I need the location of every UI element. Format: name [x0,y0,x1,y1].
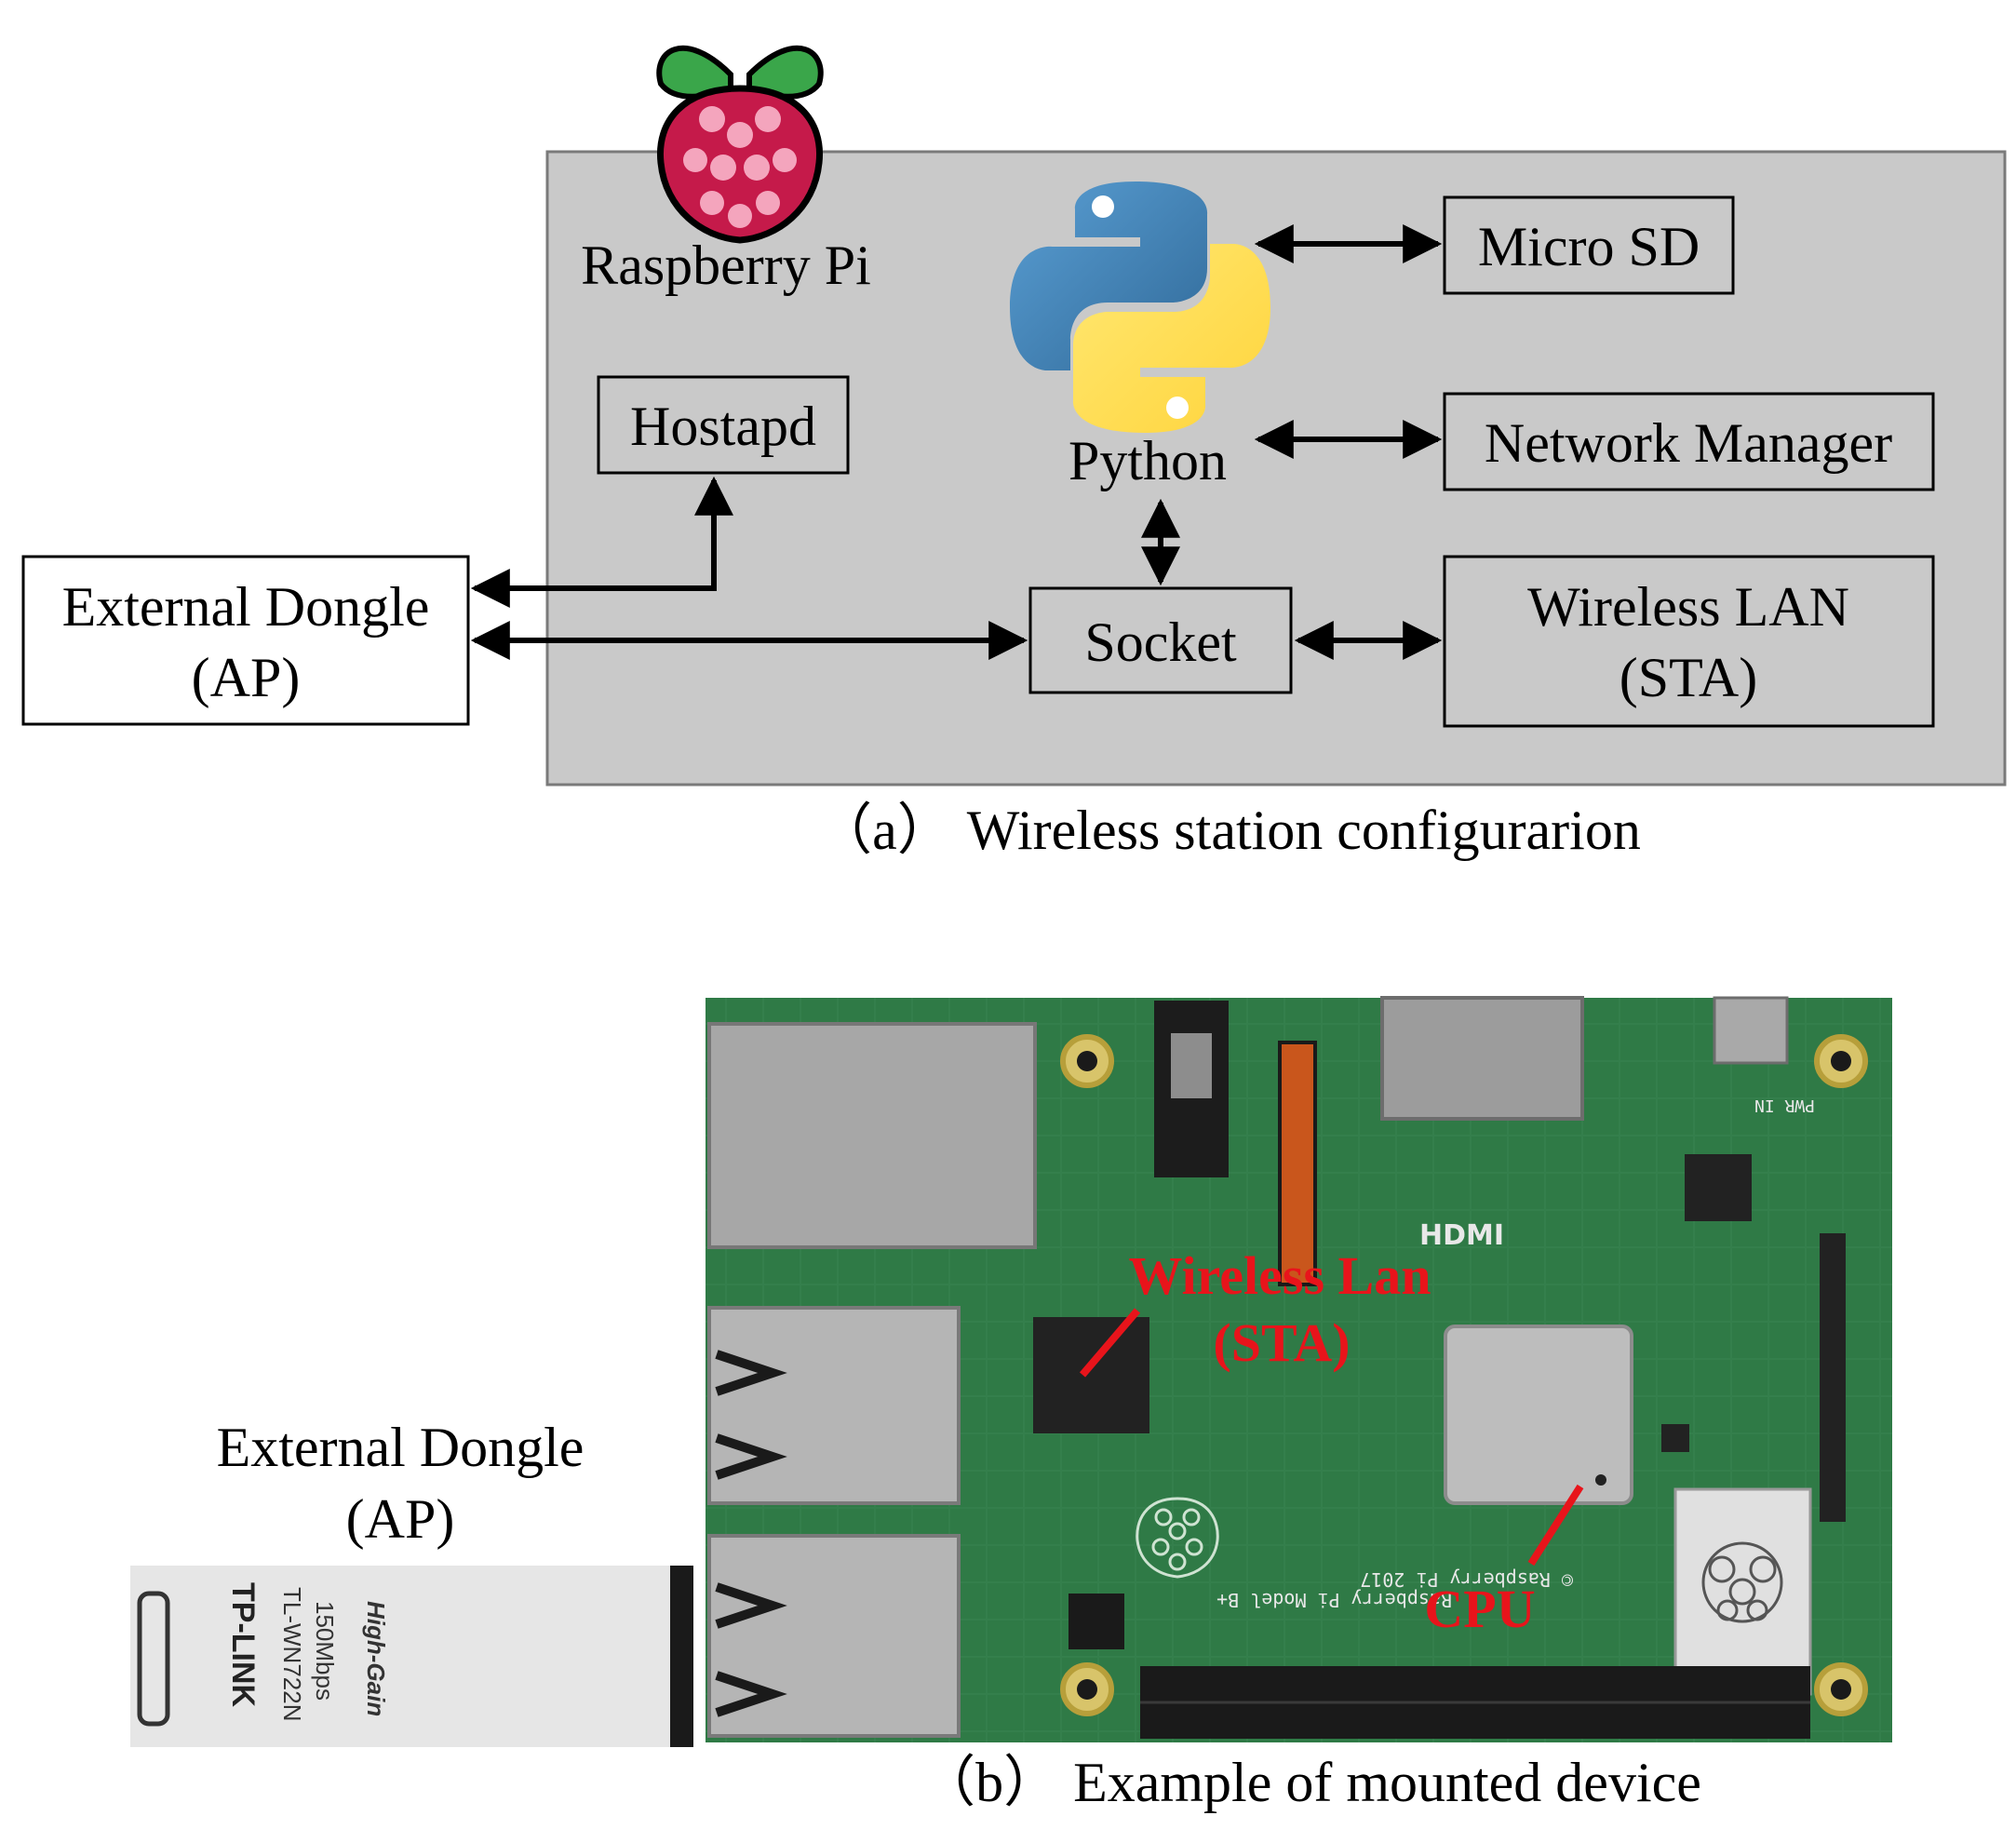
board-year-text: © Raspberry Pi 2017 [1360,1568,1573,1591]
callout-cpu: CPU [1424,1579,1535,1639]
raspberry-pi-label: Raspberry Pi [581,235,871,296]
dongle-speed: 150Mbps [311,1601,339,1701]
external-dongle-box [21,555,470,726]
socket-label: Socket [1084,612,1237,673]
raspberry-pi-logo-icon [656,45,824,244]
usb-dongle-photo: TP-LINK TL-WN722N 150Mbps High-Gain [130,1566,693,1747]
network-manager-label: Network Manager [1485,412,1892,474]
callout-line-wlan [1079,1308,1141,1378]
caption-a: （a） Wireless station configurarion [816,800,1641,861]
panel-b: External Dongle (AP) TP-LINK TL-WN722N 1… [130,996,1892,1813]
panel-a: Raspberry Pi Python Hostapd Micro SD Net… [21,45,2007,861]
dongle-model: TL-WN722N [278,1587,306,1721]
network-manager-box [1443,392,1935,491]
board-hdmi-text: HDMI [1419,1219,1504,1252]
dongle-photo-label-line2: (AP) [346,1488,455,1550]
arrow-dongle-hostapd [470,476,733,608]
wireless-lan-label-line1: Wireless LAN [1527,576,1849,638]
callout-wlan-line2: (STA) [1213,1312,1350,1373]
raspberry-pi-board-photo: HDMI PWR IN Raspberry Pi Mod [706,996,1892,1742]
wireless-lan-label-line2: (STA) [1620,647,1758,708]
dongle-tag: High-Gain [362,1601,390,1716]
hostapd-label: Hostapd [630,396,816,457]
socket-box [1028,586,1293,694]
dongle-brand: TP-LINK [225,1582,261,1708]
micro-sd-label: Micro SD [1478,216,1700,277]
dongle-photo-label-line1: External Dongle [217,1417,585,1478]
python-logo-icon [1010,182,1270,433]
board-pwr-text: PWR IN [1754,1096,1815,1115]
python-label: Python [1068,430,1227,491]
caption-b: （b） Example of mounted device [920,1752,1701,1813]
external-dongle-label-line1: External Dongle [62,576,430,638]
callout-line-cpu [1527,1484,1584,1567]
callout-wlan-line1: Wireless Lan [1129,1245,1431,1306]
micro-sd-box [1443,195,1735,295]
hostapd-box [597,375,850,475]
external-dongle-label-line2: (AP) [192,647,301,708]
wireless-lan-box [1443,555,1935,728]
board-model-text: Raspberry Pi Model B+ [1216,1589,1452,1611]
